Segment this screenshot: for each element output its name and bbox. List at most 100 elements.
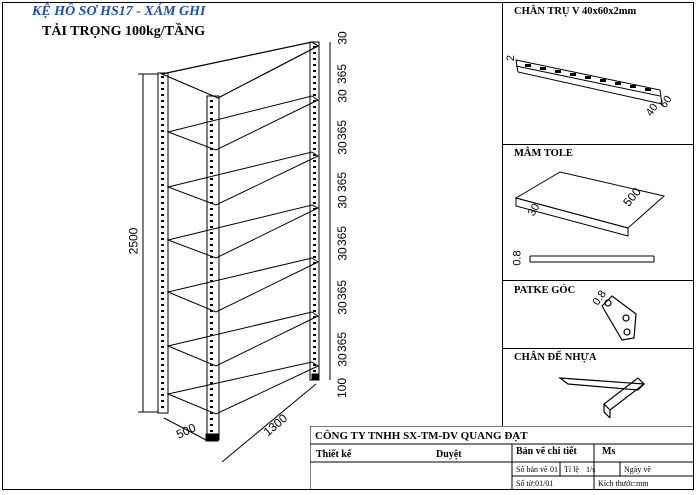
designed-label: Thiết kế [316, 449, 352, 460]
perforation-hole [313, 370, 316, 372]
perforation-hole [161, 238, 164, 240]
perforation-hole [210, 388, 213, 390]
perforation-hole [161, 124, 164, 126]
perforation-hole [313, 82, 316, 84]
perforation-hole [161, 160, 164, 162]
perforation-hole [210, 214, 213, 216]
perforation-hole [313, 346, 316, 348]
perforation-hole [161, 340, 164, 342]
perforation-hole [210, 196, 213, 198]
perforation-hole [210, 250, 213, 252]
perforation-hole [210, 412, 213, 414]
perforation-hole [313, 334, 316, 336]
perforation-hole [313, 184, 316, 186]
perforation-hole [210, 406, 213, 408]
perforation-hole [313, 310, 316, 312]
shelf-panel-title: MÂM TOLE [514, 148, 573, 159]
perforation-hole [313, 268, 316, 270]
perforation-hole [210, 358, 213, 360]
perforation-hole [161, 88, 164, 90]
perforation-hole [161, 352, 164, 354]
perforation-hole [161, 196, 164, 198]
perforation-hole [313, 154, 316, 156]
title-block: CÔNG TY TNHH SX-TM-DV QUANG ĐẠT Thiết kế… [310, 426, 694, 490]
perforation-hole [313, 364, 316, 366]
perforation-hole [313, 244, 316, 246]
perforation-hole [313, 166, 316, 168]
perforation-hole [161, 250, 164, 252]
perforation-hole [313, 148, 316, 150]
perforation-hole [161, 208, 164, 210]
approved-label: Duyệt [436, 449, 462, 460]
perforation-hole [210, 124, 213, 126]
perforation-hole [210, 208, 213, 210]
perforation-hole [313, 130, 316, 132]
perforation-hole [161, 244, 164, 246]
perforation-hole [313, 124, 316, 126]
post-panel-title: CHÂN TRỤ V 40x60x2mm [514, 6, 637, 17]
perforation-hole [313, 292, 316, 294]
perforation-hole [313, 52, 316, 54]
perforation-hole [210, 142, 213, 144]
perforation-hole [161, 346, 164, 348]
perforation-hole [161, 190, 164, 192]
plastic-foot [558, 377, 646, 419]
perforation-hole [210, 130, 213, 132]
perforation-hole [210, 172, 213, 174]
perforation-hole [313, 190, 316, 192]
perforation-hole [210, 328, 213, 330]
perforation-hole [313, 352, 316, 354]
post-perforations [161, 46, 316, 438]
perforation-hole [210, 118, 213, 120]
perforation-hole [161, 358, 164, 360]
perforation-hole [161, 106, 164, 108]
perforation-hole [161, 94, 164, 96]
perforation-hole [161, 118, 164, 120]
perforation-hole [313, 256, 316, 258]
perforation-hole [161, 406, 164, 408]
perforation-hole [313, 208, 316, 210]
perforation-hole [313, 328, 316, 330]
gusset-plate [601, 295, 637, 341]
perforation-hole [161, 388, 164, 390]
perforation-hole [313, 106, 316, 108]
perforation-hole [161, 298, 164, 300]
perforation-hole [210, 310, 213, 312]
perforation-hole [210, 190, 213, 192]
drawing-frame [2, 2, 694, 490]
perforation-hole [210, 268, 213, 270]
perforation-hole [313, 58, 316, 60]
perforation-hole [161, 280, 164, 282]
perforation-hole [210, 106, 213, 108]
perforation-hole [210, 286, 213, 288]
perforation-hole [313, 304, 316, 306]
perforation-hole [313, 286, 316, 288]
perforation-hole [313, 232, 316, 234]
gusset-panel-title: PATKE GÓC [514, 285, 576, 296]
foot-panel-title: CHÂN ĐẾ NHỰA [514, 352, 597, 363]
perforation-hole [161, 166, 164, 168]
units: Kích thước:mm [598, 479, 649, 488]
perforation-hole [313, 64, 316, 66]
perforation-hole [161, 172, 164, 174]
perforation-hole [210, 232, 213, 234]
perforation-hole [313, 226, 316, 228]
perforation-hole [161, 328, 164, 330]
panel-divider [502, 2, 503, 426]
perforation-hole [313, 316, 316, 318]
perforation-hole [161, 400, 164, 402]
perforation-hole [161, 274, 164, 276]
perforation-hole [161, 256, 164, 258]
perforation-hole [161, 112, 164, 114]
perforation-hole [161, 184, 164, 186]
perforation-hole [313, 172, 316, 174]
perforation-hole [161, 376, 164, 378]
perforation-hole [313, 94, 316, 96]
scale-label: Tỉ lệ [564, 465, 579, 474]
perforation-hole [313, 100, 316, 102]
perforation-hole [313, 70, 316, 72]
perforation-hole [210, 244, 213, 246]
perforation-hole [161, 178, 164, 180]
